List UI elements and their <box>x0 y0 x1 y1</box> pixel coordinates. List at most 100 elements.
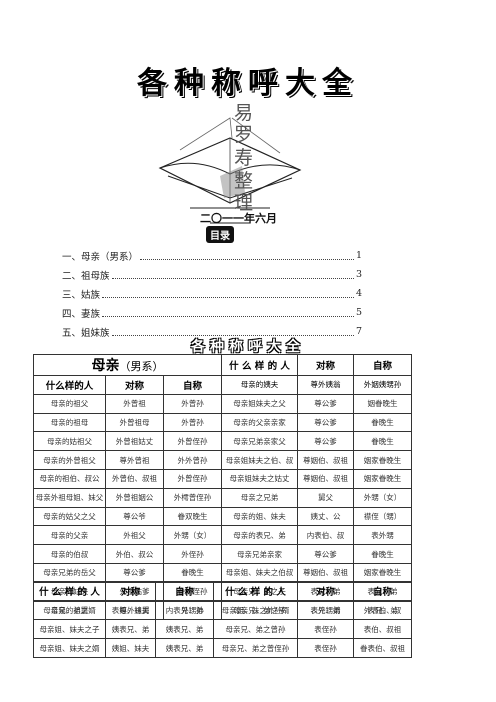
table-cell: 外外曾孙 <box>162 450 223 470</box>
table-row: 母亲的伯叔外伯、叔公外侄孙母亲兄弟亲家尊公爹眷晚生 <box>33 544 413 564</box>
table-cell: 尊公爹 <box>297 412 355 433</box>
table-cell: 姨表兄、弟 <box>155 638 214 658</box>
table-cell: 尊姻伯、叔祖 <box>297 562 355 583</box>
table-row: 母亲的祖父外曾祖外曾孙母亲姐妹夫之父尊公爹姻眷晚生 <box>33 393 413 414</box>
table-cell: 眷晚生 <box>353 412 413 433</box>
table-cell: 尊外姨翁 <box>297 375 355 395</box>
compiler-char: 易 <box>234 102 254 124</box>
table-cell: 母亲的姨夫 <box>221 375 299 395</box>
table-cell: 母亲的姑祖父 <box>33 431 106 452</box>
table-cell: 母亲的父亲亲家 <box>221 412 299 433</box>
table-cell: 眷晚生 <box>353 544 413 564</box>
compiler-char: 寿 <box>234 147 254 169</box>
table-cell: 母亲姐、妹夫之婿 <box>33 638 106 658</box>
table-cell: 母亲兄、弟之婿 <box>33 600 106 620</box>
column-header: 自称 <box>155 581 214 601</box>
column-header: 对称 <box>297 581 354 601</box>
table-cell: 外曾孙 <box>162 393 223 414</box>
table-cell: 尊公爹 <box>297 544 355 564</box>
table-cell: 母亲的姐、妹夫 <box>221 506 299 527</box>
compile-date: 二〇一一年六月 <box>200 212 277 225</box>
column-header: 自称 <box>162 375 223 395</box>
table-cell: 姻眷晚生 <box>353 393 413 414</box>
table-cell: 外表伯、叔 <box>353 600 412 620</box>
table-cell: 表姐、妹夫 <box>105 600 156 620</box>
table-cell: 母亲兄、弟之曾侄孙 <box>213 638 298 658</box>
table-row: 母亲兄弟的岳父尊公爹眷晚生母亲姐、妹夫之伯叔尊姻伯、叔祖姻家眷晚生 <box>33 562 413 583</box>
compiler-char: 理 <box>234 192 254 214</box>
section-subtitle: 各种称呼大全 <box>191 339 305 355</box>
table-cell: 尊外曾祖 <box>105 450 164 470</box>
table-row: 母亲外祖母姐、妹父外曾祖姻公外樗曾侄孙母亲之兄弟舅父外甥（女） <box>33 487 413 508</box>
table-row: 母亲的祖伯、叔公外曾伯、叔祖外曾侄孙母亲姐妹夫之姑丈尊姻伯、叔祖姻家眷晚生 <box>33 468 413 489</box>
table-row: 母亲的外曾祖父尊外曾祖外外曾孙母亲姐妹夫之伯、叔尊姻伯、叔祖姻家眷晚生 <box>33 450 413 470</box>
table-row: 母亲的姑祖父外曾祖姑丈外曾侄孙母亲兄弟亲家父尊公爹眷晚生 <box>33 431 413 452</box>
table-cell: 外曾祖姻公 <box>105 487 164 508</box>
table-cell: 母亲的祖父 <box>33 393 106 414</box>
table-cell: 外樗曾侄孙 <box>162 487 223 508</box>
table-cell: 母亲兄弟亲家父 <box>221 431 299 452</box>
table-cell: 外祖父 <box>105 525 164 546</box>
table-cell: 尊公爹 <box>297 393 355 414</box>
compiler-char: 整 <box>234 170 254 192</box>
table-row: 母亲的父亲外祖父外甥（女）母亲的表兄、弟内表伯、叔表外甥 <box>33 525 413 546</box>
table-cell: 母亲的姑父之父 <box>33 506 106 527</box>
column-header: 什 么 样 的 人 <box>213 581 298 601</box>
table-cell: 外甥（女） <box>353 487 413 508</box>
table-cell: 舅父 <box>297 487 355 508</box>
table-cell: 母亲姐、妹夫之伯叔 <box>221 562 299 583</box>
table-cell: 眷双晚生 <box>162 506 223 527</box>
table-cell: 尊公爷 <box>105 506 164 527</box>
table-cell: 姨姐、妹夫 <box>105 638 156 658</box>
column-header: 对称 <box>105 375 164 395</box>
table-cell: 母亲姐、妹之外孙婿 <box>213 600 298 620</box>
table-cell: 母亲的祖伯、叔公 <box>33 468 106 489</box>
toc-entry[interactable]: 一、母亲（男系）1 <box>62 250 362 263</box>
table-row: 母亲的姑父之父尊公爷眷双晚生母亲的姐、妹夫姨丈、公襟侄（甥） <box>33 506 413 527</box>
table-cell: 母亲的伯叔 <box>33 544 106 564</box>
column-header: 对称 <box>105 581 156 601</box>
contents-label: 目录 <box>206 226 234 243</box>
table-cell: 表侄孙 <box>297 619 354 639</box>
table-cell: 外曾祖 <box>105 393 164 414</box>
table-cell: 母亲姐、妹夫之子 <box>33 619 106 639</box>
table-cell: 外曾侄孙 <box>162 468 223 489</box>
column-header: 自称 <box>353 354 413 376</box>
table-row: 母亲的祖母外曾祖母外曾孙母亲的父亲亲家尊公爹眷晚生 <box>33 412 413 433</box>
table-cell: 表外甥婿 <box>297 600 354 620</box>
table-cell: 眷晚生 <box>162 562 223 583</box>
table-cell: 外甥（女） <box>162 525 223 546</box>
table-cell: 眷晚生 <box>353 431 413 452</box>
table-cell: 姨丈、公 <box>297 506 355 527</box>
table-cell: 母亲的外曾祖父 <box>33 450 106 470</box>
column-header: 什 么 样 的 人 <box>221 354 299 376</box>
table-row: 母亲姐、妹夫之婿姨姐、妹夫姨表兄、弟母亲兄、弟之曾侄孙表侄孙眷表伯、叔祖 <box>33 638 412 658</box>
mother-relations-table-continued: 什 么 样 的 人 对称 自称 什 么 样 的 人 对称 自称 母亲兄、弟之婿表… <box>33 581 412 658</box>
table-cell: 表伯、叔祖 <box>353 619 412 639</box>
column-header: 什 么 样 的 人 <box>33 581 106 601</box>
table-cell: 尊姻伯、叔祖 <box>297 450 355 470</box>
column-header: 什么样的人 <box>33 375 106 395</box>
table-cell: 外姻姨甥孙 <box>353 375 413 395</box>
table-cell: 母亲兄、弟之曾孙 <box>213 619 298 639</box>
table-cell: 外曾祖姑丈 <box>105 431 164 452</box>
table-row: 母亲兄、弟之婿表姐、妹夫内表兄、弟母亲姐、妹之外孙婿表外甥婿外表伯、叔 <box>33 600 412 620</box>
table-row: 什么样的人对称自称母亲的姨夫尊外姨翁外姻姨甥孙 <box>33 375 413 395</box>
table-cell: 外伯、叔公 <box>105 544 164 564</box>
table-cell: 姻家眷晚生 <box>353 450 413 470</box>
table-cell: 外曾孙 <box>162 412 223 433</box>
table-cell: 母亲外祖母姐、妹父 <box>33 487 106 508</box>
table-cell: 表侄孙 <box>297 638 354 658</box>
section-heading: 母亲（男系） <box>32 354 223 376</box>
table-header-row: 什 么 样 的 人 对称 自称 什 么 样 的 人 对称 自称 <box>33 581 412 601</box>
table-cell: 姻家眷晚生 <box>353 562 413 583</box>
table-cell: 姨表兄、弟 <box>155 619 214 639</box>
table-cell: 母亲的父亲 <box>33 525 106 546</box>
table-cell: 母亲姐妹夫之伯、叔 <box>221 450 299 470</box>
column-header: 自称 <box>353 581 412 601</box>
